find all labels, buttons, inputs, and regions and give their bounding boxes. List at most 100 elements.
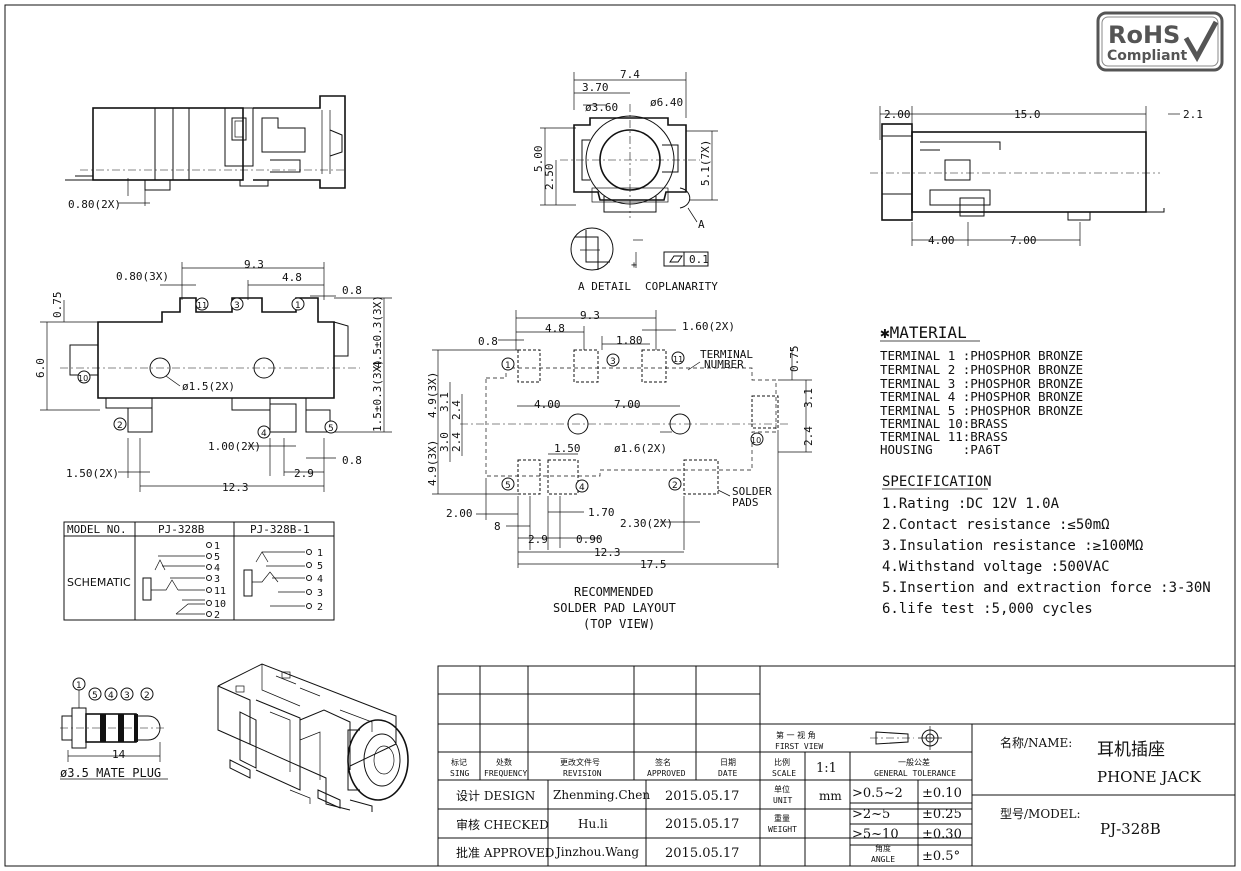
pin-number: 3 [610,357,616,367]
schematic-label: SCHEMATIC [67,576,131,589]
first-angle-symbol [870,726,942,750]
weight-cn: 重量 [774,813,790,823]
dim-label: 0.8 [478,335,498,348]
spec-row: 5.Insertion and extraction force :3-30N [882,580,1211,596]
pin-number: 1 [505,361,511,371]
pin-number: 3 [234,301,240,311]
schematic-b-pins: 1 5 4 3 2 [306,548,323,613]
tol-range: >5~10 [852,827,899,842]
dim-label: 2.9 [294,467,314,480]
pad-caption-line2: SOLDER PAD LAYOUT [553,601,676,615]
unit-value: mm [819,789,842,803]
dim-label: 0.80(2X) [68,198,121,211]
dim-label: 1.70 [588,506,615,519]
dim-label: ø1.6(2X) [614,442,667,455]
angle-en: ANGLE [871,855,895,864]
first-view-en: FIRST VIEW [775,742,823,751]
material-row: HOUSING :PA6T [880,442,1001,457]
spec-row: 6.life test :5,000 cycles [882,601,1093,617]
header-date-en: DATE [718,769,737,778]
approved-date: 2015.05.17 [665,846,739,861]
design-by: Zhenming.Chen [553,788,650,802]
header-rev-cn: 更改文件号 [560,757,600,767]
top-view-pins: 11 3 1 10 2 4 5 [77,297,338,439]
pin-label: 3 [317,588,323,599]
dim-label: 12.3 [594,546,621,559]
material-row: TERMINAL 3 :PHOSPHOR BRONZE [880,376,1083,391]
pin-number: 5 [92,691,98,701]
dim-label: 2.9 [528,533,548,546]
dim-label: 5.00 [532,146,545,173]
dim-label: ø1.5(2X) [182,380,235,393]
dim-label: 4.00 [928,234,955,247]
header-tol-en: GENERAL TOLERANCE [874,769,956,778]
pin-label: 10 [214,599,226,610]
title-block: 第 一 视 角 FIRST VIEW 标记 SING 处数 FREQUENCY … [437,665,1236,867]
dim-label: 14 [112,748,126,761]
model-label: 型号/MODEL: [1000,807,1081,821]
material-row: TERMINAL 1 :PHOSPHOR BRONZE [880,348,1083,363]
dim-label: 0.80(3X) [116,270,169,283]
header-date-cn: 日期 [720,758,736,767]
plug-caption: ø3.5 MATE PLUG [60,766,161,780]
header-appr-cn: 签名 [655,757,671,767]
tol-range: >2~5 [852,807,890,822]
pin-number: 1 [295,301,301,311]
header-sing-en: SING [450,769,469,778]
dim-label: 4.9(3X) [426,440,439,486]
terminal-number-label: TERMINAL [700,348,753,361]
dim-label: ø3.60 [585,101,618,114]
design-label: 设计 DESIGN [456,789,535,803]
pin-number: 3 [124,691,130,701]
schematic-header-a: PJ-328B [158,523,205,536]
schematic-header-model: MODEL NO. [67,523,127,536]
material-row: TERMINAL 2 :PHOSPHOR BRONZE [880,362,1083,377]
pin-number: 5 [328,424,334,434]
mate-plug: 1 5 4 3 2 14 ø3.5 MATE PLUG [60,677,168,780]
top-view: 9.3 0.80(3X) 4.8 0.8 6.0 0.75 4.5±0.3(3X… [34,258,392,494]
tol-value: ±0.30 [922,827,962,842]
dim-label: 0.75 [51,292,64,319]
pad-layout-pins: 1 3 11 10 5 4 2 [501,351,764,493]
header-scale-cn: 比例 [774,757,790,767]
pin-number: 11 [197,301,207,310]
dim-label: 2.00 [446,507,473,520]
name-label: 名称/NAME: [1000,735,1072,750]
approved-label: 批准 APPROVED [456,845,554,860]
schematic-a-pins: 1 5 4 3 11 10 2 [206,541,226,621]
material-row: TERMINAL 11:BRASS [880,429,1008,444]
pin-label: 1 [214,541,220,552]
plus-mark: + [631,260,637,271]
dim-label: 2.1 [1183,108,1203,121]
dim-label: A [698,218,705,231]
spec-row: 4.Withstand voltage :500VAC [882,559,1110,575]
unit-en: UNIT [773,796,792,805]
rohs-subtitle: Compliant [1107,48,1188,64]
dim-label: 4.8 [545,322,565,335]
dim-label: 3.1 [438,392,451,412]
spec-title: SPECIFICATION [882,474,992,490]
pin-label: 4 [214,563,220,574]
pin-number: 4 [261,429,267,439]
header-appr-en: APPROVED [647,769,686,778]
pin-label: 5 [317,561,323,572]
angle-cn: 角度 [875,843,891,853]
dim-label: 2.30(2X) [620,517,673,530]
tol-value: ±0.25 [922,807,962,822]
dim-label: 7.00 [614,398,641,411]
spec-row: 1.Rating :DC 12V 1.0A [882,496,1060,512]
dim-label: 3.1 [802,388,815,408]
dim-label: 1.50(2X) [66,467,119,480]
material-row: TERMINAL 10:BRASS [880,416,1008,431]
dim-label: 1.50 [554,442,581,455]
dim-label: 3.0 [438,432,451,452]
plug-numbers: 1 5 4 3 2 [72,677,154,701]
isometric-view [217,663,409,812]
coplanarity-label: COPLANARITY [645,280,718,293]
header-scale-en: SCALE [772,769,796,778]
dim-label: 0.8 [342,284,362,297]
dim-label: 0.75 [788,346,801,373]
tol-value: ±0.10 [922,786,962,801]
checked-label: 审核 CHECKED [456,817,549,832]
